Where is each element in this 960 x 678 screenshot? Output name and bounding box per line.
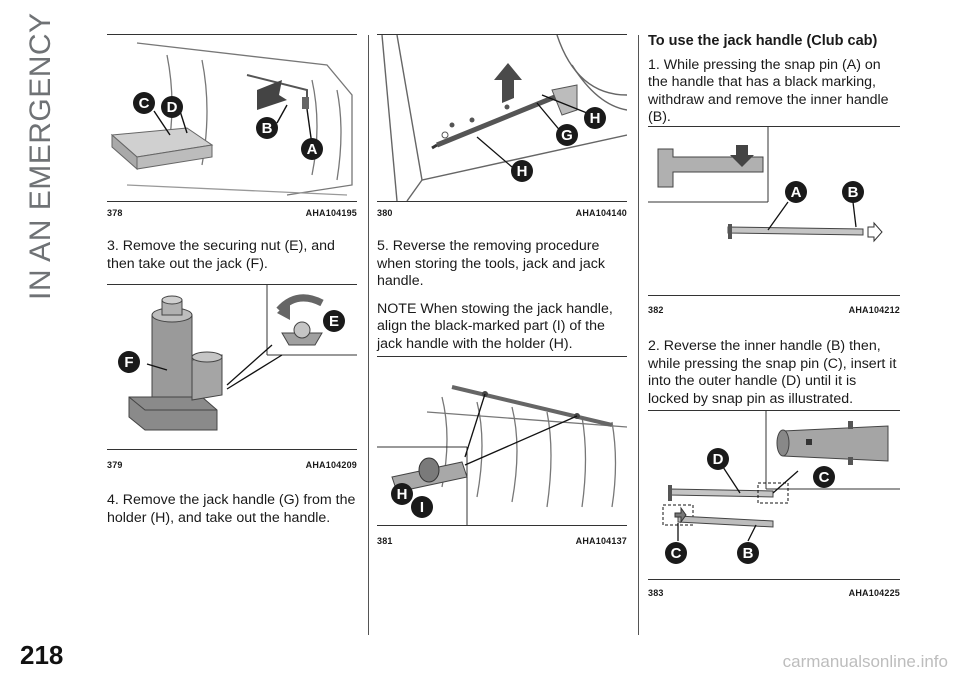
- section-title-text: IN AN EMERGENCY: [24, 12, 57, 300]
- step-3-text: 3. Remove the securing nut (E), and then…: [107, 238, 357, 283]
- figure-381-illustration: H I: [377, 385, 627, 525]
- club-cab-section: To use the jack handle (Club cab) 1. Whi…: [648, 33, 900, 137]
- step-5: 5. Reverse the removing procedure when s…: [377, 238, 605, 289]
- figure-code: AHA104225: [848, 588, 900, 598]
- figure-number: 378: [107, 208, 123, 218]
- callout-e: E: [329, 313, 339, 330]
- figure-383: D C C B: [648, 410, 900, 580]
- callout-b: B: [743, 545, 754, 562]
- callout-b: B: [848, 184, 859, 201]
- figure-code: AHA104137: [575, 536, 627, 546]
- footer-watermark: carmanualsonline.info: [782, 652, 948, 671]
- callout-c2: C: [671, 545, 682, 562]
- callout-h: H: [397, 486, 408, 503]
- figure-381: H I: [377, 356, 627, 526]
- figure-380: H G H: [377, 34, 627, 202]
- callout-f: F: [124, 354, 133, 371]
- figure-code: AHA104140: [575, 208, 627, 218]
- section-heading: To use the jack handle (Club cab): [648, 33, 878, 49]
- step-5-text: 5. Reverse the removing procedure when s…: [377, 238, 627, 363]
- callout-d: D: [713, 451, 724, 468]
- figure-382: A B: [648, 126, 900, 296]
- figure-code: AHA104212: [848, 305, 900, 315]
- column-divider-2: [638, 35, 639, 635]
- column-divider-1: [368, 35, 369, 635]
- club-step-1: 1. While pressing the snap pin (A) on th…: [648, 56, 889, 126]
- figure-379: F E: [107, 284, 357, 450]
- callout-a: A: [791, 184, 802, 201]
- figure-code: AHA104209: [305, 460, 357, 470]
- figure-number: 379: [107, 460, 123, 470]
- callout-b: B: [262, 120, 273, 137]
- figure-number: 383: [648, 588, 664, 598]
- figure-number: 381: [377, 536, 393, 546]
- callout-a: A: [307, 141, 318, 158]
- figure-379-illustration: F E: [118, 285, 357, 431]
- figure-378: C D B A: [107, 34, 357, 202]
- callout-c: C: [819, 469, 830, 486]
- step-4: 4. Remove the jack handle (G) from the h…: [107, 492, 356, 526]
- figure-code: AHA104195: [305, 208, 357, 218]
- figure-383-illustration: D C C B: [662, 411, 900, 564]
- section-side-title: IN AN EMERGENCY: [10, 12, 70, 300]
- figure-382-illustration: A B: [648, 127, 883, 243]
- club-step-2: 2. Reverse the inner handle (B) then, wh…: [648, 338, 897, 407]
- step-4-text: 4. Remove the jack handle (G) from the h…: [107, 492, 357, 537]
- club-step-2-text: 2. Reverse the inner handle (B) then, wh…: [648, 338, 900, 418]
- figure-380-illustration: H G H: [381, 35, 627, 201]
- figure-378-illustration: C D B A: [110, 42, 353, 196]
- figure-number: 380: [377, 208, 393, 218]
- callout-h2: H: [517, 163, 528, 180]
- callout-h: H: [590, 110, 601, 127]
- callout-d: D: [167, 99, 178, 116]
- callout-g: G: [561, 127, 573, 144]
- step-3: 3. Remove the securing nut (E), and then…: [107, 238, 335, 272]
- figure-number: 382: [648, 305, 664, 315]
- callout-i: I: [420, 499, 424, 516]
- page-number: 218: [20, 640, 64, 670]
- note: NOTE When stowing the jack handle, align…: [377, 300, 613, 352]
- callout-c: C: [139, 95, 150, 112]
